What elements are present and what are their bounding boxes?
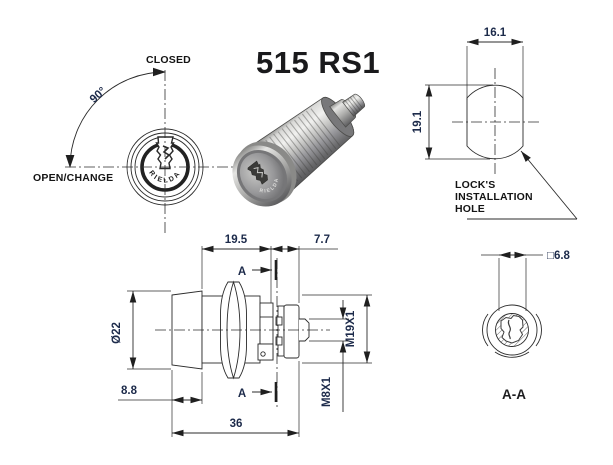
closed-label: CLOSED bbox=[146, 54, 191, 66]
dim-19-5: 19.5 bbox=[225, 234, 248, 246]
svg-text:LOCK'S: LOCK'S bbox=[455, 179, 495, 191]
page-title: 515 RS1 bbox=[256, 45, 380, 80]
rotation-arc bbox=[65, 67, 166, 168]
key-profile bbox=[500, 314, 524, 344]
dim-36: 36 bbox=[230, 418, 243, 430]
dim-m8x1: M8X1 bbox=[321, 376, 333, 407]
rotation-diagram: RIELDA 90° CLOSED OPEN/CHANGE bbox=[33, 54, 243, 233]
svg-text:A: A bbox=[238, 388, 246, 400]
svg-text:HOLE: HOLE bbox=[455, 203, 485, 215]
stud-3d bbox=[342, 93, 366, 117]
lock-3d-render: RIELDA bbox=[232, 93, 366, 207]
section-aa-view: □6.8 A-A bbox=[481, 250, 571, 402]
svg-text:A: A bbox=[238, 266, 246, 278]
dim-7-7: 7.7 bbox=[314, 234, 330, 246]
open-change-label: OPEN/CHANGE bbox=[33, 172, 113, 184]
dim-8-8: 8.8 bbox=[121, 385, 138, 397]
dim-m19x1: M19X1 bbox=[345, 310, 357, 347]
rear-disc bbox=[283, 304, 300, 359]
lock-side-view: A A 19.5 7.7 Ø22 8.8 36 M1 bbox=[111, 234, 372, 437]
section-label: A-A bbox=[502, 387, 526, 402]
installation-hole-label: LOCK'S INSTALLATION HOLE bbox=[455, 179, 533, 215]
hole-width-dim: 16.1 bbox=[484, 27, 507, 39]
dim-diameter: Ø22 bbox=[111, 322, 123, 344]
section-marker-bottom: A bbox=[238, 382, 278, 402]
flange-outline bbox=[171, 290, 203, 370]
installation-hole-view: 16.1 19.1 LOCK'S INSTALLATION HOLE bbox=[412, 27, 578, 220]
svg-text:INSTALLATION: INSTALLATION bbox=[455, 191, 533, 203]
pin-hole bbox=[260, 351, 266, 357]
hole-height-dim: 19.1 bbox=[412, 110, 424, 133]
section-marker-top: A bbox=[238, 260, 278, 280]
dim-square-6-8: □6.8 bbox=[547, 250, 571, 262]
angle-label: 90° bbox=[88, 85, 109, 106]
